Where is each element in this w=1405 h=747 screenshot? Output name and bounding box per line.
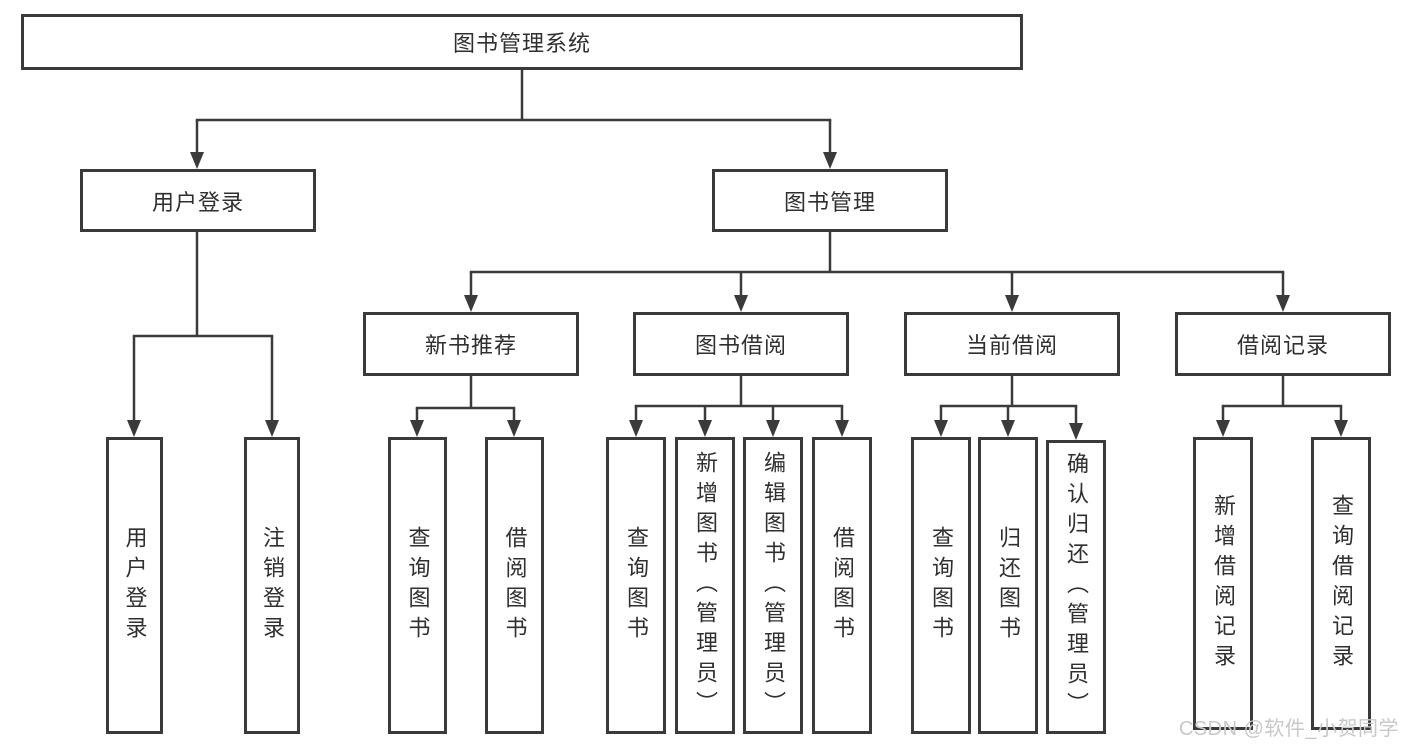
leaf-bb-borrow-book: 借阅图书 bbox=[812, 437, 872, 734]
arrowhead bbox=[934, 420, 948, 437]
arrowhead bbox=[190, 152, 204, 169]
node-borrow-records: 借阅记录 bbox=[1175, 312, 1391, 376]
arrowhead bbox=[1005, 295, 1019, 312]
leaf-bb-edit-book-admin: 编辑图书（管理员） bbox=[743, 437, 803, 734]
arrowhead bbox=[1069, 423, 1083, 440]
leaf-cb-confirm-return-admin: 确认归还（管理员） bbox=[1046, 440, 1106, 734]
leaf-logout: 注销登录 bbox=[244, 437, 300, 734]
arrowhead bbox=[823, 152, 837, 169]
leaf-user-login: 用户登录 bbox=[106, 437, 163, 734]
node-user-login: 用户登录 bbox=[80, 169, 316, 232]
node-book-management: 图书管理 bbox=[712, 169, 948, 232]
leaf-nb-borrow-book: 借阅图书 bbox=[485, 437, 544, 734]
arrowhead bbox=[629, 420, 643, 437]
arrowhead bbox=[1001, 420, 1015, 437]
arrowhead bbox=[265, 420, 279, 437]
arrowhead bbox=[835, 420, 849, 437]
arrowhead bbox=[410, 420, 424, 437]
leaf-cb-query-book: 查询图书 bbox=[911, 437, 971, 734]
node-new-book-recommend: 新书推荐 bbox=[363, 312, 579, 376]
node-current-borrow: 当前借阅 bbox=[904, 312, 1120, 376]
arrowhead bbox=[734, 295, 748, 312]
node-book-borrow: 图书借阅 bbox=[633, 312, 849, 376]
arrowhead bbox=[698, 420, 712, 437]
leaf-br-add-record: 新增借阅记录 bbox=[1193, 437, 1253, 730]
arrowhead bbox=[1276, 295, 1290, 312]
arrowhead bbox=[766, 420, 780, 437]
leaf-cb-return-book: 归还图书 bbox=[978, 437, 1038, 734]
leaf-nb-query-book: 查询图书 bbox=[388, 437, 447, 734]
arrowhead bbox=[464, 295, 478, 312]
arrowhead bbox=[127, 420, 141, 437]
leaf-bb-add-book-admin: 新增图书（管理员） bbox=[675, 437, 735, 734]
node-root-system: 图书管理系统 bbox=[21, 14, 1023, 70]
leaf-br-query-record: 查询借阅记录 bbox=[1311, 437, 1371, 730]
leaf-bb-query-book: 查询图书 bbox=[606, 437, 666, 734]
csdn-watermark: CSDN @软件_小贺同学 bbox=[1178, 718, 1399, 740]
arrowhead bbox=[1216, 420, 1230, 437]
arrowhead bbox=[507, 420, 521, 437]
arrowhead bbox=[1334, 420, 1348, 437]
